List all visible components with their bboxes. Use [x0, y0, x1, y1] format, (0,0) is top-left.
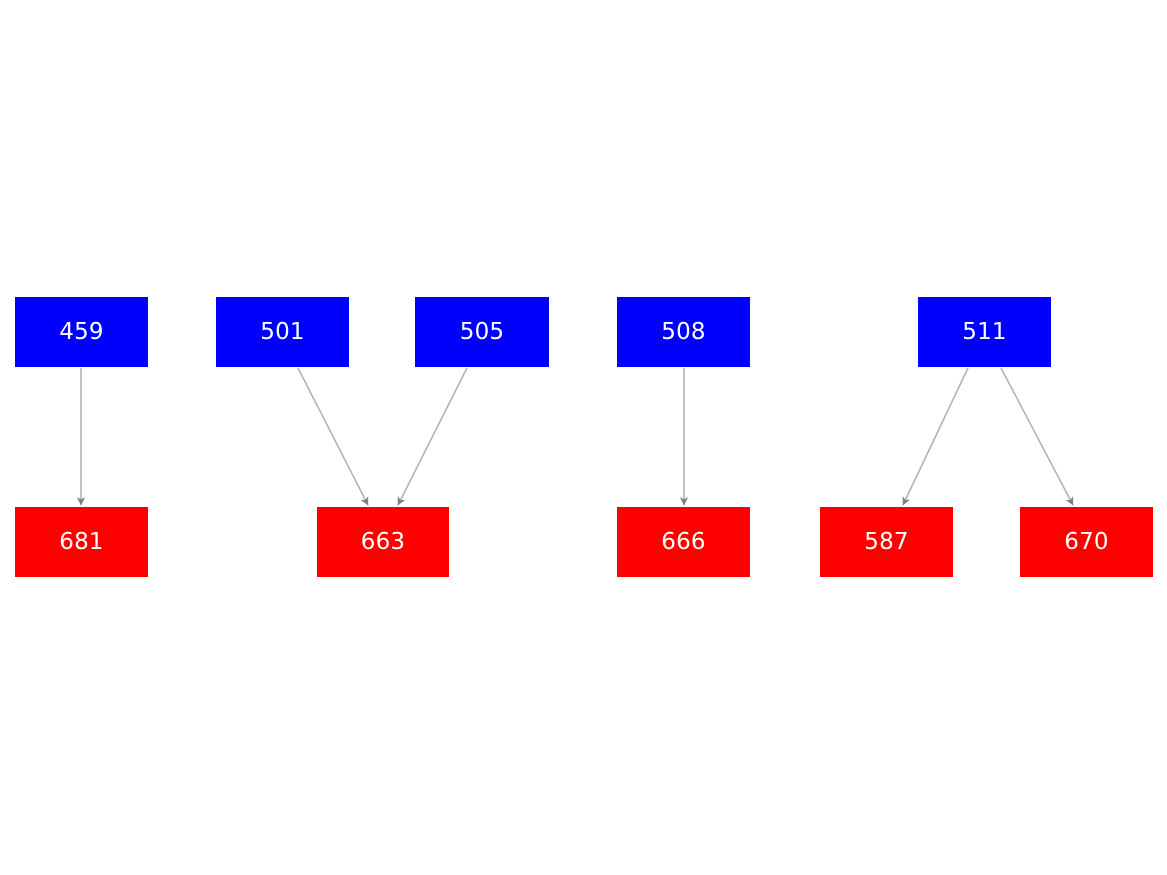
node-681[interactable]: 681	[15, 507, 148, 577]
edge-501-to-663	[297, 367, 369, 506]
edge-511-to-587	[902, 367, 969, 506]
node-587[interactable]: 587	[820, 507, 953, 577]
node-505[interactable]: 505	[415, 297, 549, 367]
node-label: 666	[661, 528, 706, 555]
node-459[interactable]: 459	[15, 297, 148, 367]
node-663[interactable]: 663	[317, 507, 449, 577]
node-508[interactable]: 508	[617, 297, 750, 367]
edge-511-to-670	[1000, 367, 1074, 506]
node-501[interactable]: 501	[216, 297, 349, 367]
node-670[interactable]: 670	[1020, 507, 1153, 577]
node-label: 663	[360, 528, 406, 555]
node-label: 459	[59, 318, 104, 345]
node-label: 508	[661, 318, 706, 345]
node-label: 505	[459, 318, 505, 345]
node-511[interactable]: 511	[918, 297, 1051, 367]
edge-505-to-663	[397, 367, 468, 506]
node-label: 501	[260, 318, 305, 345]
node-label: 511	[962, 318, 1007, 345]
node-label: 587	[864, 528, 909, 555]
node-666[interactable]: 666	[617, 507, 750, 577]
node-label: 670	[1064, 528, 1109, 555]
edges-group	[76, 367, 1074, 506]
node-label: 681	[59, 528, 104, 555]
